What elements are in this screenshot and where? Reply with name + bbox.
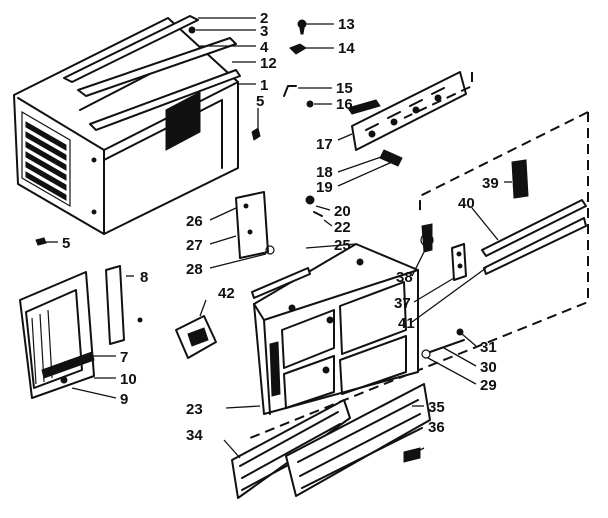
- side-curtain-part: [19, 265, 143, 399]
- callout-10: 10: [120, 371, 137, 388]
- louver-blade-part: [481, 159, 587, 275]
- callout-37: 37: [394, 295, 411, 312]
- callout-5-lower: 5: [62, 235, 70, 252]
- callout-labels: 2 3 4 12 1 5 5 13 14 15 16 17 18 19 20 2…: [62, 10, 499, 444]
- top-rail-part: [63, 15, 241, 131]
- switch-icon: [451, 243, 467, 281]
- callout-23: 23: [186, 401, 203, 418]
- front-grille-part: [231, 383, 431, 499]
- screw-icon: [251, 127, 261, 141]
- screw-icon: [297, 19, 307, 35]
- callout-40: 40: [458, 195, 475, 212]
- callout-38: 38: [396, 269, 413, 286]
- callout-9: 9: [120, 391, 128, 408]
- leader-lines: [46, 17, 512, 459]
- callout-34: 34: [186, 427, 203, 444]
- callout-42: 42: [218, 285, 235, 302]
- callout-31: 31: [480, 339, 497, 356]
- control-knob-part: [175, 315, 217, 359]
- callout-29: 29: [480, 377, 497, 394]
- mounting-plate-part: [235, 191, 275, 259]
- callout-15: 15: [336, 80, 353, 97]
- callout-28: 28: [186, 261, 203, 278]
- callout-8: 8: [140, 269, 148, 286]
- screw-icon: [35, 237, 47, 246]
- clip-icon: [305, 195, 323, 217]
- knob-icon: [420, 223, 434, 253]
- upper-bracket-part: [347, 71, 467, 167]
- cabinet-part: [13, 17, 239, 235]
- clip-icon: [289, 43, 307, 55]
- callout-35: 35: [428, 399, 445, 416]
- callout-4: 4: [260, 39, 269, 56]
- callout-12: 12: [260, 55, 277, 72]
- callout-27: 27: [186, 237, 203, 254]
- front-frame-part: [251, 243, 419, 415]
- callout-5: 5: [256, 93, 264, 110]
- callout-2: 2: [260, 10, 268, 27]
- callout-18: 18: [316, 164, 333, 181]
- assembly-dashed-outline: [249, 72, 589, 439]
- callout-19: 19: [316, 179, 333, 196]
- bracket-icon: [283, 85, 314, 108]
- callout-30: 30: [480, 359, 497, 376]
- screw-assembly-icon: [421, 328, 465, 359]
- callout-17: 17: [316, 136, 333, 153]
- callout-7: 7: [120, 349, 128, 366]
- callout-36: 36: [428, 419, 445, 436]
- callout-26: 26: [186, 213, 203, 230]
- callout-25: 25: [334, 237, 351, 254]
- callout-39: 39: [482, 175, 499, 192]
- callout-1: 1: [260, 77, 268, 94]
- callout-3: 3: [260, 23, 268, 40]
- callout-16: 16: [336, 96, 353, 113]
- screw-icon: [188, 26, 196, 34]
- callout-13: 13: [338, 16, 355, 33]
- cabinet-louvers: [21, 110, 71, 208]
- callout-20: 20: [334, 203, 351, 220]
- callout-14: 14: [338, 40, 355, 57]
- callout-41: 41: [398, 315, 415, 332]
- callout-22: 22: [334, 219, 351, 236]
